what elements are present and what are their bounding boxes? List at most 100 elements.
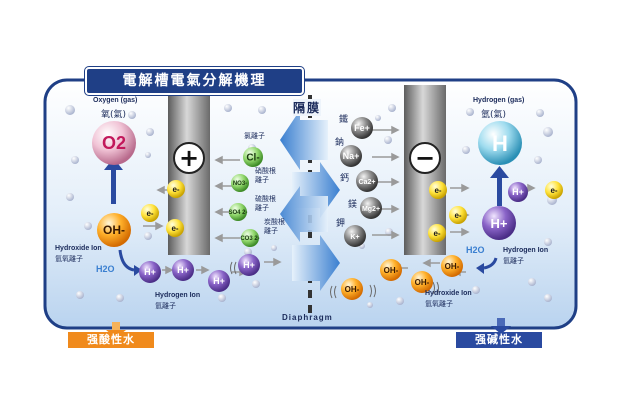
electron-right-1: e- [429,181,447,199]
hydrogen-ion-left-4-text: H+ [243,260,255,270]
hydrogen-ion-right-small: H+ [508,182,528,202]
anion-2-text: NO3- [233,181,247,187]
hydroxide-ion-big: OH- [97,213,131,247]
bubble [466,108,474,116]
hydroxide-ion-en-left: Hydroxide Ion [55,245,102,252]
water-label-right: H2O [466,245,485,255]
bubble [271,245,277,251]
anion-label-3: 硫酸根離子 [255,195,281,213]
bubble [66,193,74,201]
hydroxide-ion-right-3-text: OH- [415,278,430,287]
oxygen-gas-cn: 氧(氣) [101,107,126,120]
electron-right-1-text: e- [434,186,441,195]
diagram-title: 電解槽電氣分解機理 [85,67,304,95]
hydroxide-ion-big-text: OH- [103,223,125,237]
bubble [388,104,396,112]
electron-right-4: e- [545,181,563,199]
bubble [145,152,151,158]
bubble [544,238,552,246]
alkaline-water-tag: 强碱性水 [456,332,542,348]
cation-1-text: Fe+ [354,123,370,133]
hydrogen-ion-left-3-text: H+ [213,276,225,286]
cation-4-text: Mg2+ [362,206,380,213]
anode-symbol: + [174,143,204,173]
hydroxide-ion-right-1-text: OH- [445,262,460,271]
hydrogen-ion-right-small-text: H+ [512,187,524,197]
anion-2: NO3- [231,174,249,192]
cation-2: Na+ [340,145,362,167]
bubble [534,156,542,164]
cation-5: K+ [344,225,366,247]
bubble [258,106,266,114]
anion-1-text: Cl- [246,152,259,163]
bubble [84,222,92,230]
anion-4-text: CO3 2- [240,236,259,242]
electron-right-3-text: e- [433,229,440,238]
electron-right-2: e- [449,206,467,224]
hydrogen-ion-left-2: H+ [172,259,194,281]
bubble [146,128,154,136]
hydrogen-ion-left-2-text: H+ [177,265,189,275]
anion-1: Cl- [243,147,263,167]
electron-left-2: e- [141,204,159,222]
electron-left-2-text: e- [146,209,153,218]
bubble [144,232,152,240]
hydrogen-ion-en-left: Hydrogen Ion [155,292,200,299]
cation-label-3: 鈣 [340,171,349,184]
cation-label-4: 鎂 [348,197,357,210]
hydrogen-ion-cn-left: 氫離子 [155,301,176,311]
hydrogen-ion-left-3: H+ [208,270,230,292]
hydrogen-ion-en-right: Hydrogen Ion [503,247,548,254]
hydrogen-ion-left-1-text: H+ [144,267,156,277]
hydrogen-ion-left-4: H+ [238,254,260,276]
bubble [375,115,381,121]
hydroxide-ion-right-2-text: OH- [384,266,399,275]
membrane-label: 隔膜 [293,99,321,116]
electron-right-4-text: e- [550,186,557,195]
cation-2-text: Na+ [343,151,360,161]
water-label-left: H2O [96,264,115,274]
hydrogen-ion-big: H+ [482,206,516,240]
electron-right-3: e- [428,224,446,242]
electron-left-1-text: e- [172,185,179,194]
bubble [252,280,260,288]
electron-left-3-text: e- [171,224,178,233]
bubble [396,297,404,305]
hydroxide-ion-right-1: OH- [441,255,463,277]
bubble [116,294,124,302]
hydrogen-ion-big-text: H+ [491,216,508,231]
anion-label-2: 硝酸根離子 [255,167,281,185]
cathode-symbol: − [410,143,440,173]
hydrogen-ion-left-1: H+ [139,261,161,283]
cation-4: Mg2+ [360,197,382,219]
electron-left-3: e- [166,219,184,237]
bubble [384,136,392,144]
acid-water-tag: 强酸性水 [68,332,154,348]
oxygen-molecule: O2 [92,121,136,165]
hydroxide-ion-right-4-text: OH- [345,285,360,294]
electron-right-2-text: e- [454,211,461,220]
cation-1: Fe+ [351,117,373,139]
anion-label-4: 炭酸根離子 [264,218,290,236]
hydroxide-ion-en-right: Hydroxide Ion [425,290,472,297]
bubble [71,156,79,164]
bubble [224,104,232,112]
cation-3-text: Ca2+ [359,179,376,186]
oxygen-gas-en: Oxygen (gas) [93,97,137,104]
cation-label-1: 鐵 [339,112,348,125]
cation-label-2: 鈉 [335,135,344,148]
anion-label-1: 氯離子 [244,131,265,141]
electron-left-1: e- [167,180,185,198]
bubble [128,111,136,119]
hydrogen-ion-cn-right: 氫離子 [503,256,524,266]
bubble [472,286,480,294]
diaphragm-label: Diaphragm [282,313,333,322]
bubble [462,146,470,154]
cation-3: Ca2+ [356,170,378,192]
bubble [367,302,373,308]
cathode-symbol-text: − [415,144,435,172]
hydroxide-ion-right-4: OH- [341,278,363,300]
cation-5-text: K+ [350,234,359,241]
